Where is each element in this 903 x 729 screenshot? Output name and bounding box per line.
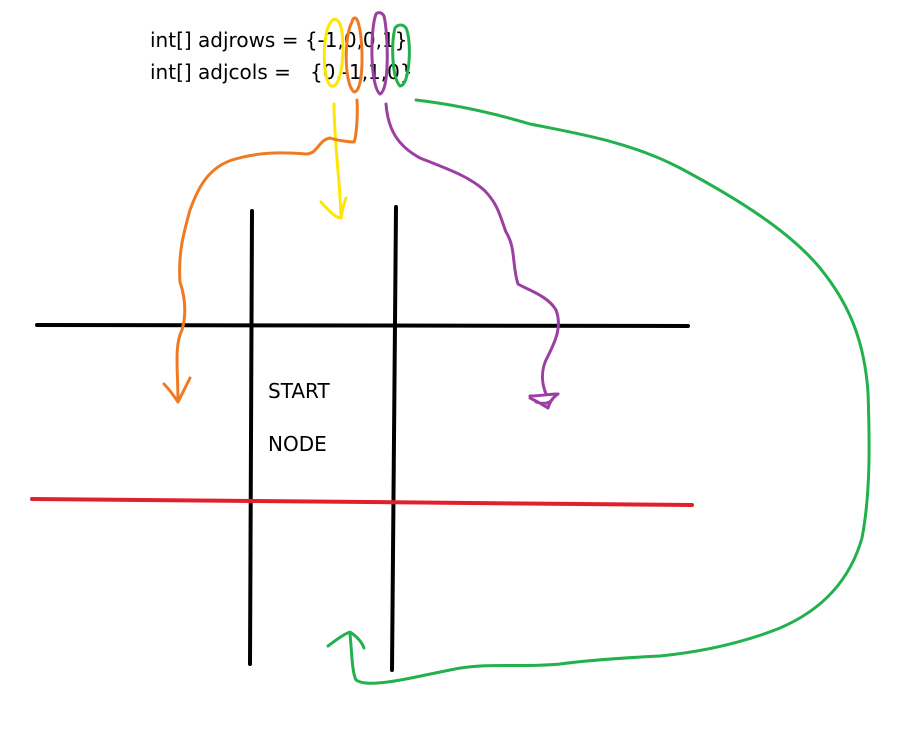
grid-line-right [390,205,398,672]
purple-highlight-loop [370,11,389,96]
grid-line-top [35,323,690,328]
green-highlight-loop [391,23,411,88]
green-arrow [326,98,871,685]
grid-line-bottom-red [30,497,694,507]
orange-highlight-loop [344,16,364,94]
grid-line-left [248,209,254,666]
yellow-arrow [319,102,348,220]
start-node-label-line2: NODE [268,432,327,456]
purple-arrow [384,102,560,410]
code-line-adjrows: int[] adjrows = {-1,0,0,1} [150,28,408,52]
orange-arrow [162,98,359,404]
yellow-highlight-loop [322,17,345,88]
start-node-label-line1: START [268,379,330,403]
